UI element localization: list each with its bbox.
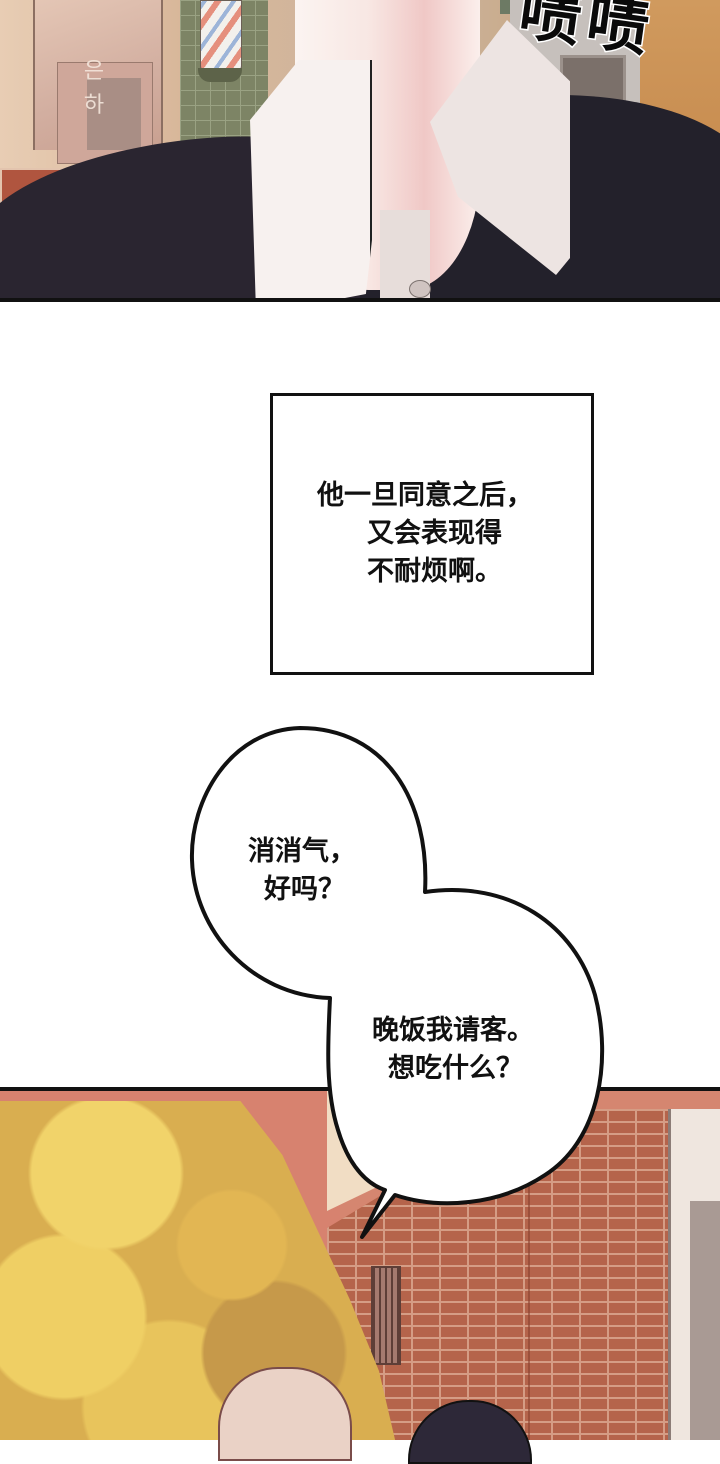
window-signage: 은 하: [82, 55, 106, 123]
narration-line: 又会表现得: [367, 518, 502, 549]
signage-char: 은: [83, 59, 105, 84]
shirt-button: [409, 280, 431, 298]
shirt-collar-left: [250, 60, 372, 298]
comic-panel-3: [0, 1087, 720, 1440]
signage-char: 하: [83, 93, 105, 118]
speech-line: 晚饭我请客。: [372, 1015, 534, 1046]
barber-pole-cap: [198, 68, 242, 82]
narration-box: 他一旦同意之后， 又会表现得 不耐烦啊。: [270, 393, 594, 675]
speech-bubble-upper-text: 消消气， 好吗？: [248, 833, 356, 909]
narration-line: 不耐烦啊。: [367, 556, 502, 587]
speech-line: 好吗？: [264, 874, 345, 905]
speech-line: 消消气，: [248, 836, 356, 867]
speech-bubble-lower-text: 晚饭我请客。 想吃什么？: [372, 1012, 534, 1088]
shop-window: [33, 0, 163, 164]
brick-wall-corner: [528, 1109, 530, 1440]
narration-line: 他一旦同意之后，: [317, 480, 533, 511]
wall-vent: [371, 1266, 401, 1365]
speech-line: 想吃什么？: [388, 1053, 523, 1084]
door-glass: [690, 1201, 720, 1440]
narration-text: 他一旦同意之后， 又会表现得 不耐烦啊。: [317, 477, 533, 591]
window-pane: [87, 78, 141, 150]
barber-pole-icon: [200, 0, 242, 72]
comic-panel-1: 은 하 啧啧: [0, 0, 720, 302]
